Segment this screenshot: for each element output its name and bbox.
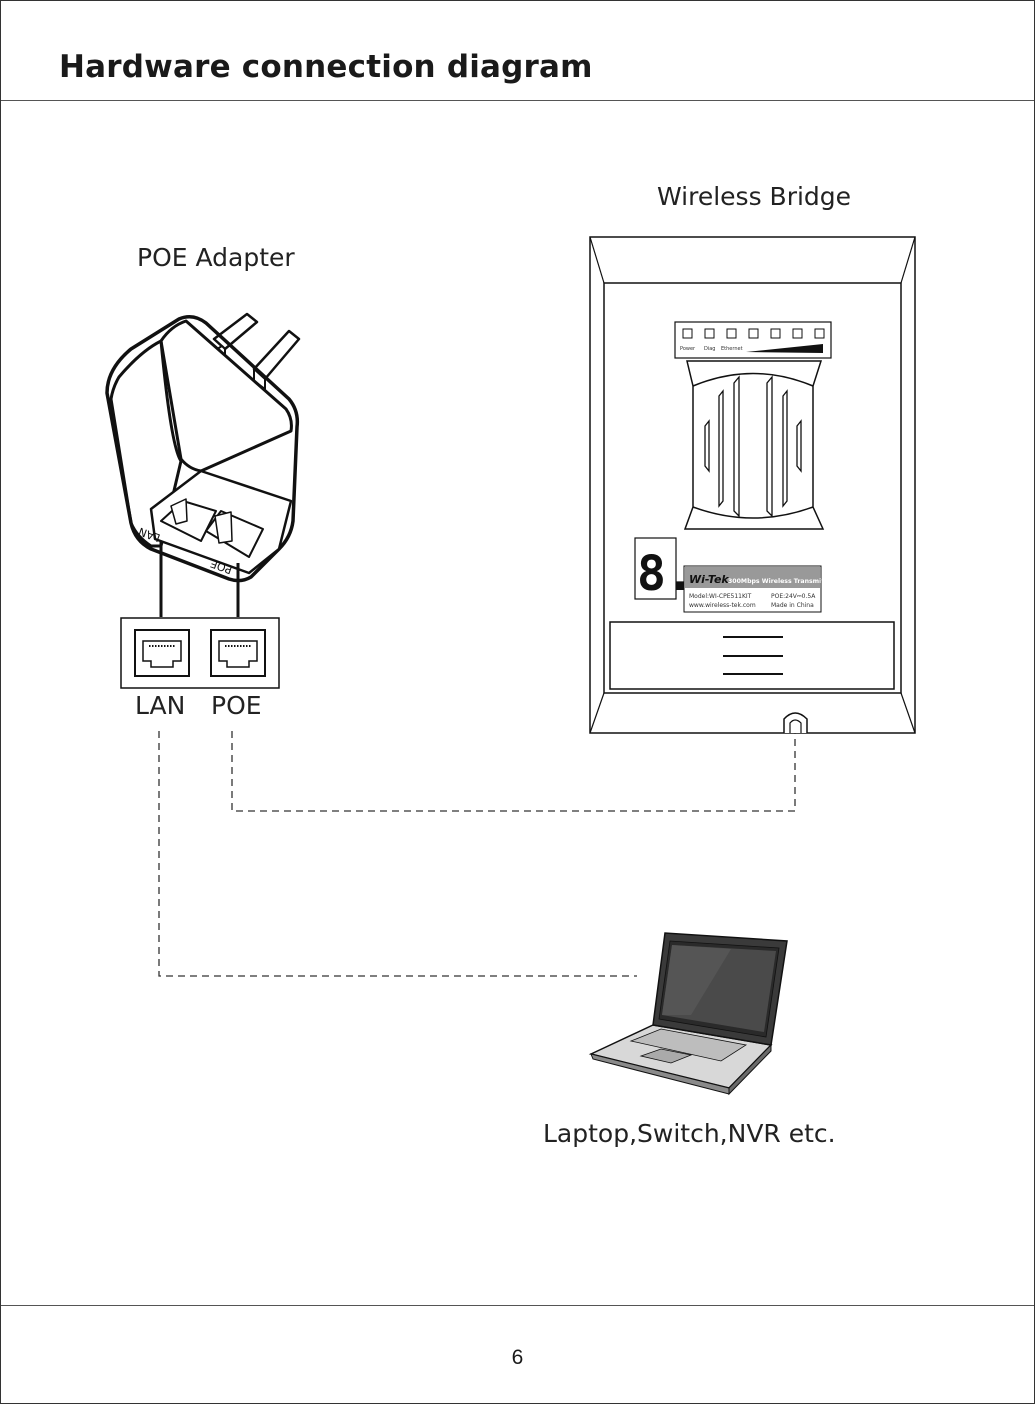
lan-port-label: LAN (135, 691, 186, 720)
wireless-bridge-label: Wireless Bridge (657, 182, 852, 211)
poe-port-label: POE (211, 691, 262, 720)
poe-adapter-illustration (105, 312, 301, 617)
poe-to-bridge-cable (231, 731, 796, 812)
poe-rj45-port[interactable] (210, 629, 266, 677)
wireless-bridge-illustration (589, 236, 916, 734)
page-number: 6 (511, 1346, 524, 1369)
header-rule (1, 100, 1034, 101)
rj45-port-panel (120, 617, 280, 689)
lan-rj45-port[interactable] (134, 629, 190, 677)
footer-rule (1, 1305, 1034, 1306)
product-line: 300Mbps Wireless Transmitter (728, 578, 835, 585)
laptop-label: Laptop,Switch,NVR etc. (543, 1119, 836, 1148)
lan-to-laptop-cable (158, 731, 637, 977)
page-title: Hardware connection diagram (59, 49, 593, 85)
connection-lines (158, 731, 796, 977)
poe-adapter-label: POE Adapter (137, 243, 295, 272)
laptop-illustration (588, 932, 788, 1096)
model-text: Model:WI-CPE511KIT (689, 593, 752, 600)
website-text: www.wireless-tek.com (689, 602, 756, 609)
led-label-ethernet: Ethernet (721, 346, 743, 352)
power-spec-text: POE:24V⎓0.5A (771, 593, 816, 600)
led-label-power: Power (680, 346, 696, 352)
seven-segment-display: 8. (637, 546, 695, 602)
connection-diagram: LAN POE (105, 236, 916, 1096)
origin-text: Made in China (771, 602, 814, 609)
brand-logo: Wi-Tek (689, 573, 729, 586)
led-label-diag: Diag (704, 346, 715, 352)
